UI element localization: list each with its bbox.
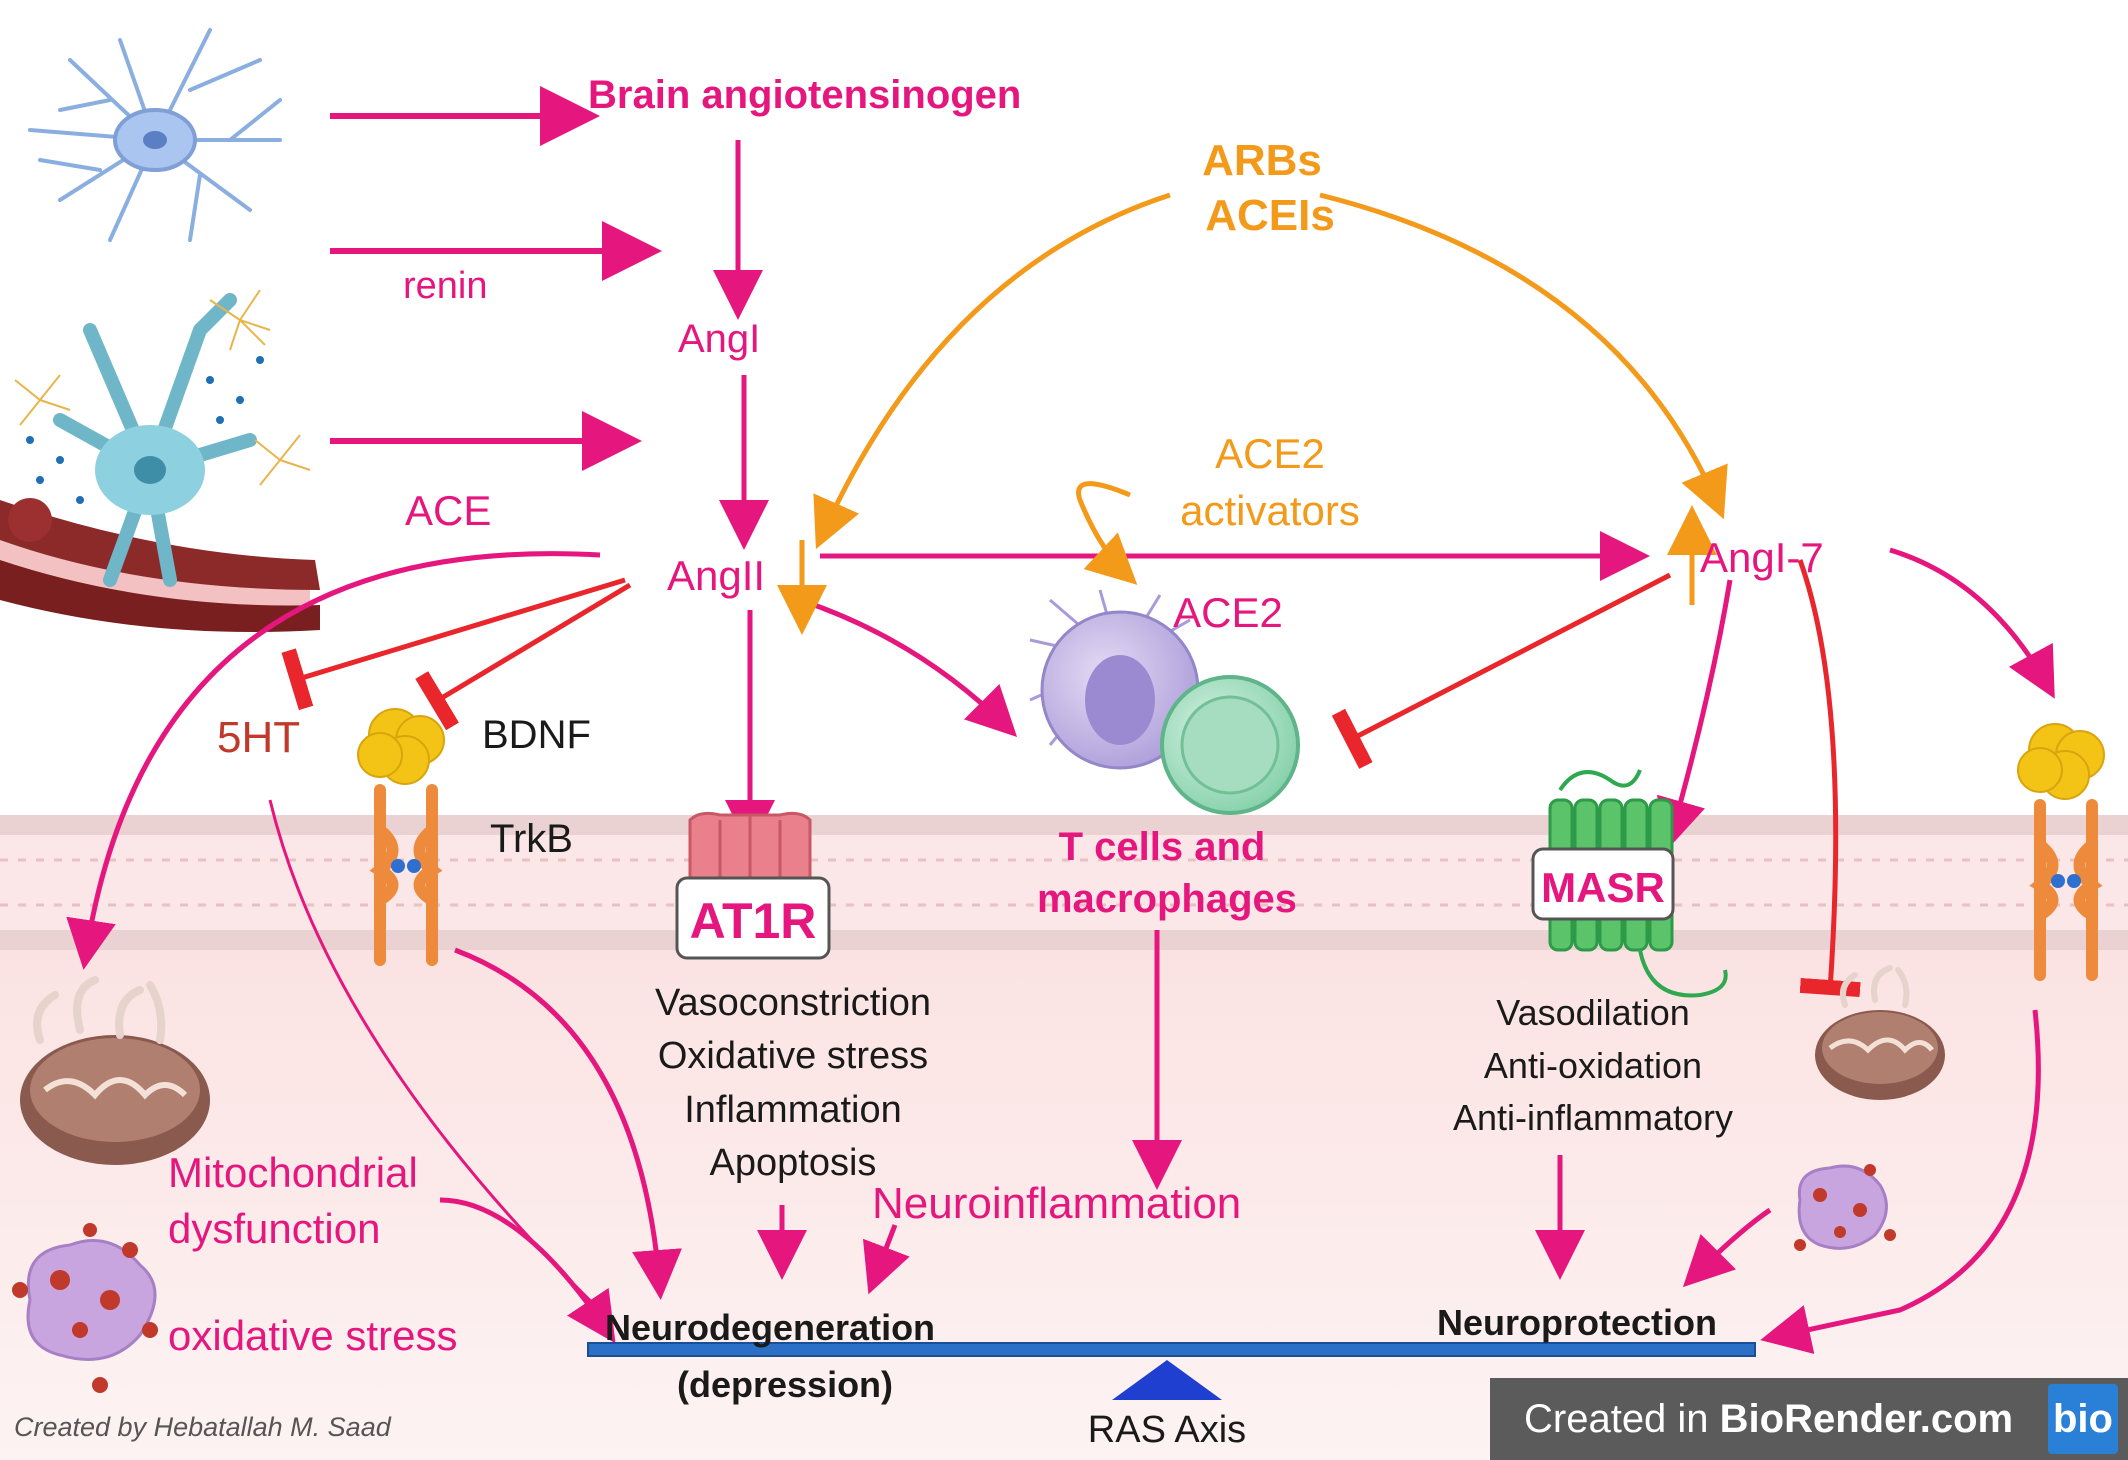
arbs-label: ARBs	[1202, 136, 1322, 185]
5ht-label: 5HT	[217, 713, 300, 762]
mitochondrial-line2: dysfunction	[168, 1205, 380, 1252]
masr-effect-3: Anti-inflammatory	[1453, 1097, 1733, 1138]
biorender-logo-icon: bio	[2048, 1384, 2118, 1454]
astrocyte-vessel-icon	[0, 289, 320, 632]
author-credit: Created by Hebatallah M. Saad	[14, 1412, 391, 1442]
aceis-label: ACEIs	[1205, 191, 1335, 240]
at1r-effect-3: Inflammation	[684, 1089, 902, 1131]
badge-text: Created in BioRender.com	[1524, 1397, 2013, 1442]
neuroinflammation-label: Neuroinflammation	[872, 1179, 1241, 1228]
inhibition-lines	[281, 559, 1861, 998]
tcells-line1: T cells and	[1059, 825, 1266, 869]
at1r-label: AT1R	[690, 893, 817, 949]
bdnf-trkb-receptor-icon	[2017, 723, 2105, 981]
at1r-effect-4: Apoptosis	[710, 1142, 877, 1184]
masr-effect-2: Anti-oxidation	[1484, 1045, 1702, 1086]
badge-prefix: Created in	[1524, 1396, 1720, 1441]
ang1-label: AngI	[678, 317, 760, 361]
cascade-arrows	[66, 140, 2055, 1355]
bdnf-label: BDNF	[482, 713, 591, 757]
damaged-cell-icon	[1794, 1164, 1896, 1251]
mitochondria-icon	[20, 976, 210, 1165]
at1r-receptor-icon	[675, 811, 831, 960]
ace2-activators-line2: activators	[1180, 487, 1360, 534]
neuroprotection-label: Neuroprotection	[1437, 1302, 1717, 1343]
mitochondria-icon	[1815, 965, 1945, 1100]
ace2-activators-line1: ACE2	[1215, 430, 1325, 477]
immune-cells-icon	[1029, 589, 1300, 815]
at1r-effect-1: Vasoconstriction	[655, 982, 931, 1024]
badge-brand: BioRender.com	[1719, 1396, 2014, 1441]
input-arrows	[330, 86, 662, 471]
bdnf-trkb-receptor-icon	[357, 708, 445, 966]
balance-fulcrum-icon	[587, 1342, 1756, 1400]
masr-label: MASR	[1541, 864, 1665, 911]
oxidative-stress-label: oxidative stress	[168, 1312, 457, 1359]
masr-receptor-icon	[1531, 769, 1728, 998]
ace2-label: ACE2	[1173, 589, 1283, 636]
depression-label: (depression)	[677, 1364, 893, 1405]
neurodegeneration-label: Neurodegeneration	[605, 1307, 935, 1348]
brain-angiotensinogen-label: Brain angiotensinogen	[588, 73, 1021, 117]
damaged-cell-icon	[12, 1223, 158, 1393]
biorender-badge: Created in BioRender.com bio	[1490, 1378, 2128, 1460]
mitochondrial-line1: Mitochondrial	[168, 1149, 418, 1196]
ras-axis-label: RAS Axis	[1088, 1409, 1246, 1451]
tcells-line2: macrophages	[1037, 877, 1297, 921]
cell-membrane	[0, 815, 2128, 1460]
text-labels: Brain angiotensinogen renin AngI ACE Ang…	[168, 73, 1824, 1451]
ang2-label: AngII	[667, 552, 765, 599]
masr-effect-1: Vasodilation	[1496, 992, 1689, 1033]
neuron-icon	[28, 28, 282, 242]
at1r-effect-2: Oxidative stress	[658, 1035, 928, 1077]
trkb-label: TrkB	[490, 817, 573, 861]
ace-label: ACE	[405, 487, 491, 534]
drug-arrows	[777, 192, 1728, 635]
renin-label: renin	[403, 265, 488, 307]
ang17-label: AngI-7	[1700, 534, 1824, 581]
